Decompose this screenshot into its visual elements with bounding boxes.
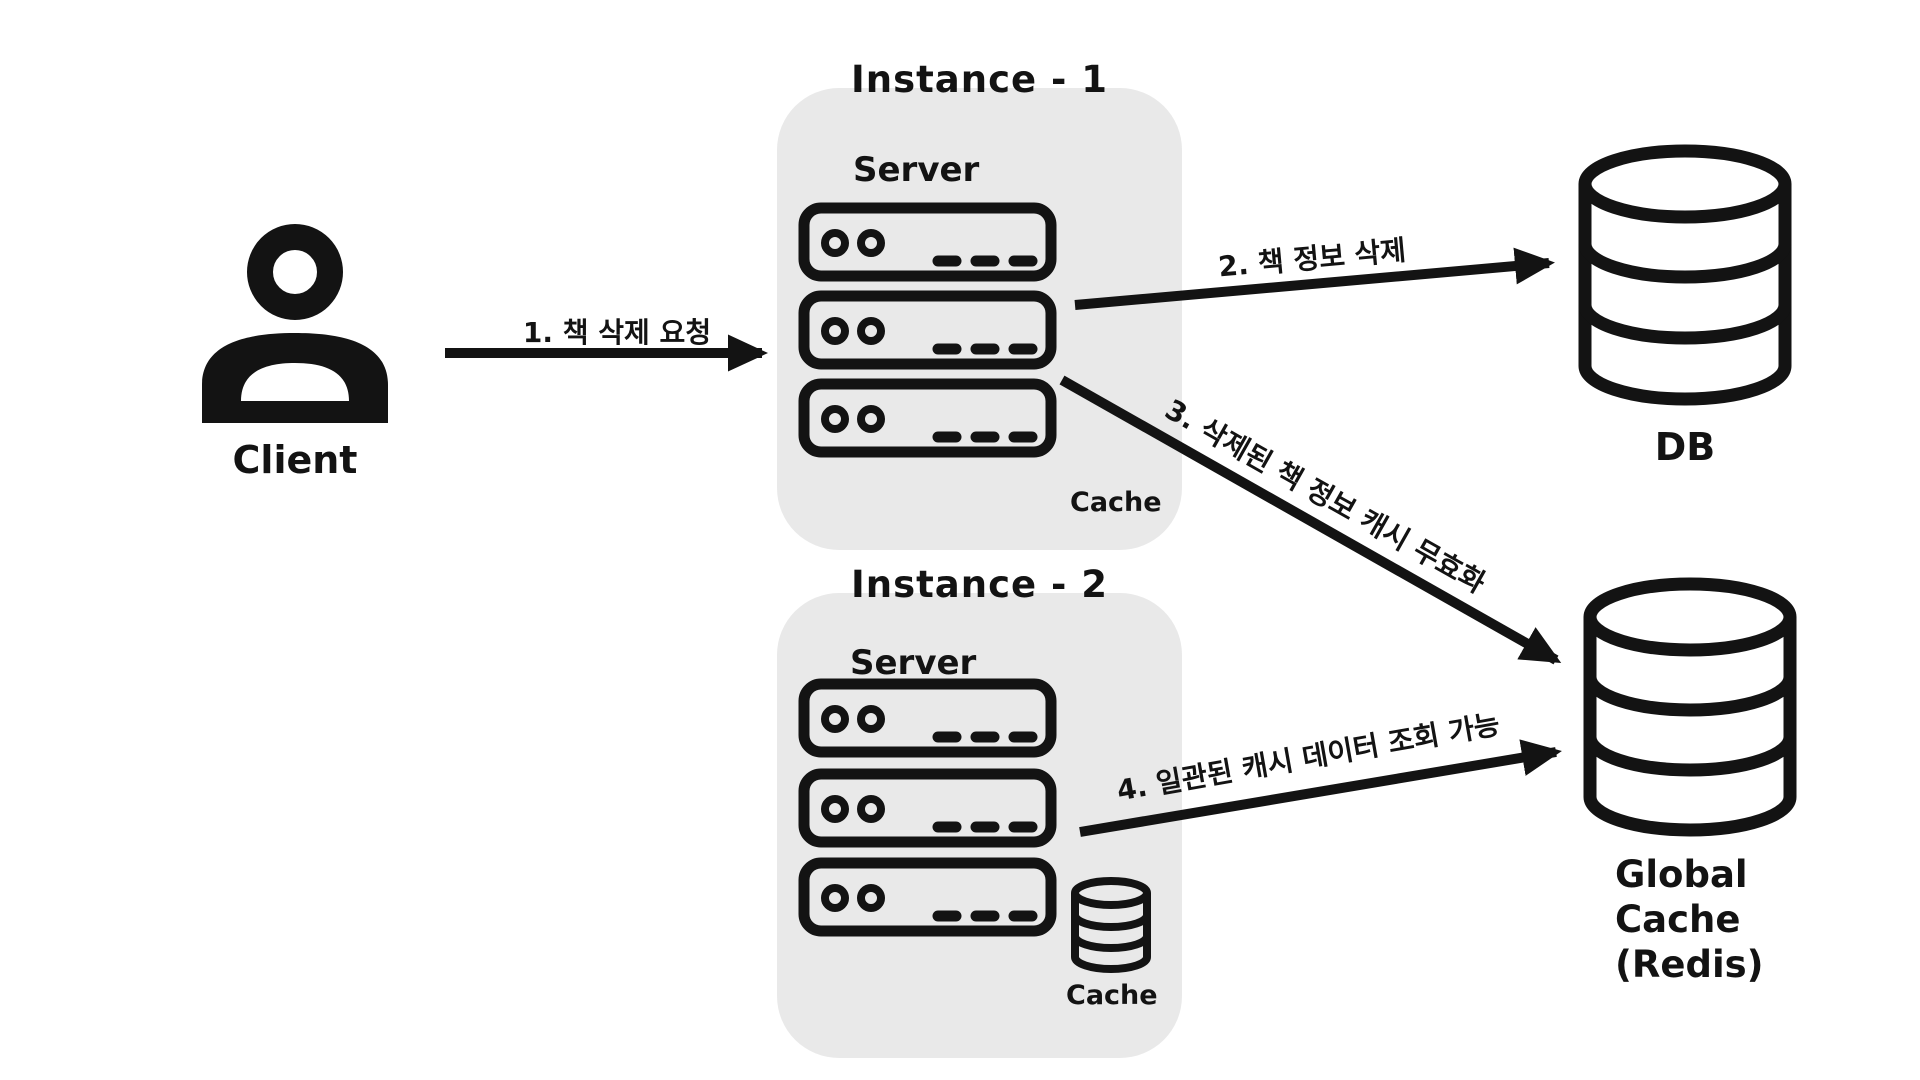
person-icon bbox=[202, 224, 388, 423]
global-cache-database-icon bbox=[1583, 577, 1797, 837]
global-cache-label: Global Cache (Redis) bbox=[1615, 852, 1764, 987]
server-rack-icon bbox=[798, 768, 1057, 848]
instance-1-panel bbox=[777, 88, 1182, 550]
global-cache-label-line2: Cache bbox=[1615, 898, 1741, 941]
arrow-2-instance1-to-db bbox=[1074, 247, 1555, 310]
db-database-icon bbox=[1578, 144, 1792, 406]
server-rack-icon bbox=[798, 202, 1057, 282]
arrow-3-instance1-to-cache bbox=[1059, 375, 1562, 665]
arrow-4-instance2-to-cache bbox=[1079, 739, 1562, 837]
instance-1-title: Instance - 1 bbox=[850, 58, 1109, 101]
global-cache-label-line1: Global bbox=[1615, 853, 1748, 896]
global-cache-label-line3: (Redis) bbox=[1615, 943, 1764, 986]
instance-2-server-label: Server bbox=[850, 643, 977, 683]
instance-2-cache-label: Cache bbox=[1066, 980, 1158, 1011]
server-rack-icon bbox=[798, 678, 1057, 758]
server-rack-icon bbox=[798, 378, 1057, 458]
server-rack-icon bbox=[798, 857, 1057, 937]
instance-2-title: Instance - 2 bbox=[850, 563, 1109, 606]
instance-1-cache-label: Cache bbox=[1070, 487, 1162, 518]
instance-1-server-label: Server bbox=[853, 150, 980, 190]
client-label: Client bbox=[232, 438, 358, 482]
arrow-1-label: 1. 책 삭제 요청 bbox=[522, 316, 712, 349]
server-rack-icon bbox=[798, 290, 1057, 370]
db-label: DB bbox=[1654, 425, 1716, 469]
local-cache-database-icon bbox=[1071, 877, 1151, 973]
